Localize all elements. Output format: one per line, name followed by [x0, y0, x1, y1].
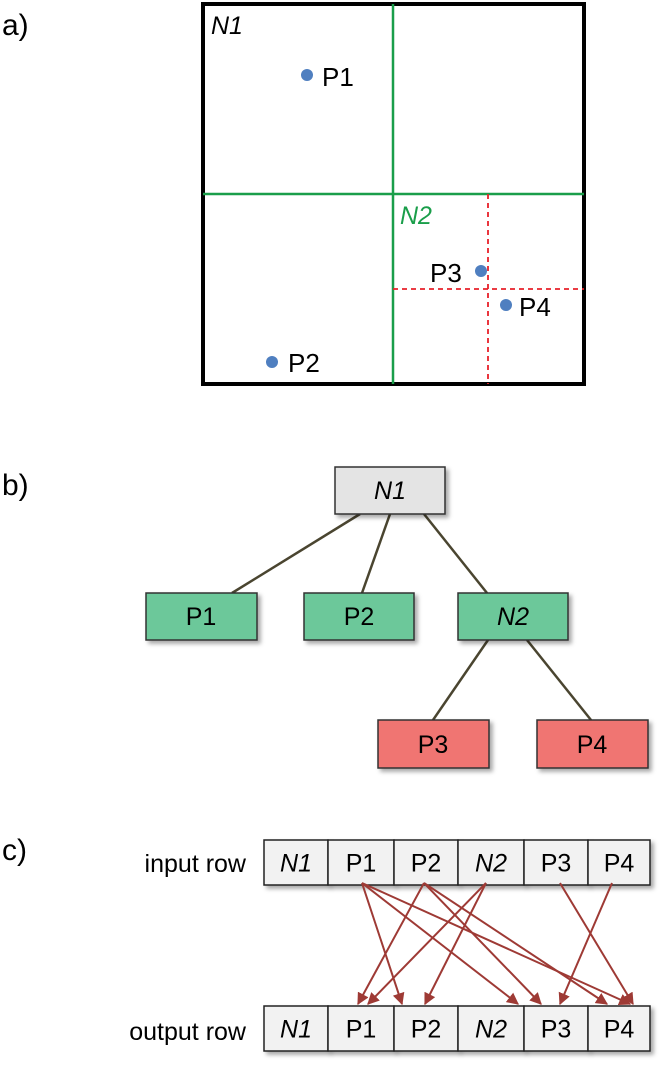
- point-p2-dot: [266, 356, 278, 368]
- input-cell-label: N2: [475, 850, 507, 878]
- output-row: N1 P1 P2 N2 P3 P4: [263, 1005, 651, 1052]
- input-row-label: input row: [145, 850, 247, 878]
- arrow-n2-to-p2: [424, 882, 487, 1006]
- tree-node-p1-label: P1: [186, 603, 217, 631]
- tree-node-n1: N1: [334, 466, 446, 515]
- panel-b-tree-view: N1 P1 P2 N2 P3 P4: [145, 466, 649, 769]
- tree-node-n2-label: N2: [497, 603, 529, 631]
- point-p1-dot: [301, 69, 313, 81]
- tree-node-p2-label: P2: [344, 603, 375, 631]
- panel-label-b: b): [2, 469, 29, 502]
- tree-edge-n2-p3: [431, 639, 490, 721]
- input-cell-label: P2: [411, 850, 442, 878]
- output-cell-label: P3: [541, 1016, 572, 1044]
- output-cell-label: P4: [604, 1016, 635, 1044]
- output-cell-label: P2: [411, 1016, 442, 1044]
- tree-edge-n1-p1: [231, 512, 361, 595]
- point-p1-label: P1: [322, 62, 354, 92]
- point-p3-label: P3: [430, 258, 462, 288]
- tree-edge-n2-p4: [526, 639, 592, 721]
- arrow-n2-to-p1: [367, 882, 487, 1005]
- output-cell-n1: N1: [263, 1005, 329, 1052]
- point-p4-label: P4: [519, 292, 551, 322]
- tree-node-p3-label: P3: [418, 731, 449, 759]
- arrow-p2-to-p1: [357, 882, 425, 1006]
- arrow-p3-to-p4: [559, 882, 634, 1006]
- panel-label-a: a): [2, 9, 29, 42]
- output-cell-p4: P4: [587, 1005, 651, 1052]
- input-cell-p4: P4: [587, 839, 651, 886]
- point-p2-label: P2: [288, 348, 320, 378]
- arrow-p2-to-p2: [423, 882, 542, 1005]
- panel-label-c: c): [2, 834, 27, 867]
- point-p4-dot: [500, 299, 512, 311]
- arrow-p1-to-p3: [361, 882, 632, 1006]
- tree-node-n1-label: N1: [374, 477, 406, 505]
- panel-a-spatial-view: N1 N2 P1 P2 P3 P4: [201, 2, 586, 386]
- arrow-p1-to-p1: [361, 882, 405, 1006]
- input-cell-p3: P3: [523, 839, 589, 886]
- input-cell-n1: N1: [263, 839, 329, 886]
- region-label-n2: N2: [400, 202, 432, 230]
- point-p3-dot: [475, 265, 487, 277]
- tree-edge-n1-n2: [423, 513, 488, 594]
- input-row: N1 P1 P2 N2 P3 P4: [263, 839, 651, 886]
- output-row-label: output row: [129, 1018, 247, 1046]
- input-cell-label: P3: [541, 850, 572, 878]
- input-cell-label: P1: [346, 850, 377, 878]
- input-cell-p2: P2: [393, 839, 459, 886]
- output-cell-n2: N2: [457, 1005, 525, 1052]
- tree-node-p1: P1: [145, 592, 258, 641]
- output-cell-label: N1: [280, 1016, 312, 1044]
- input-cell-p1: P1: [327, 839, 395, 886]
- output-cell-p1: P1: [327, 1005, 395, 1052]
- tree-node-p4-label: P4: [577, 731, 608, 759]
- tree-edge-n1-p2: [360, 513, 392, 594]
- tree-node-p2: P2: [303, 592, 415, 641]
- input-cell-label: P4: [604, 850, 635, 878]
- output-cell-p3: P3: [523, 1005, 589, 1052]
- tree-node-p4: P4: [536, 719, 649, 769]
- arrow-p4-to-p3: [558, 882, 613, 1006]
- input-cell-n2: N2: [457, 839, 525, 886]
- arrow-p1-to-p2: [361, 882, 519, 1005]
- output-cell-label: N2: [475, 1016, 507, 1044]
- output-cell-p2: P2: [393, 1005, 459, 1052]
- arrow-p2-to-p3: [423, 882, 609, 1005]
- tree-node-n2: N2: [457, 592, 569, 641]
- region-label-n1: N1: [211, 12, 243, 40]
- input-cell-label: N1: [280, 850, 312, 878]
- mapping-arrows: [357, 882, 634, 1006]
- tree-node-p3: P3: [377, 719, 490, 769]
- output-cell-label: P1: [346, 1016, 377, 1044]
